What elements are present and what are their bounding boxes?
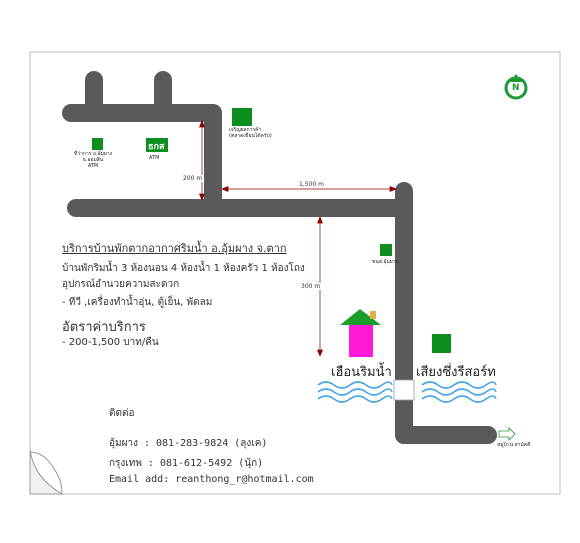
- page-curl-fold: [29, 451, 63, 495]
- baac-atm-marker: [146, 138, 168, 152]
- contact-umphang: อุ้มผาง : 081-283-9824 (ลุงเค): [109, 438, 268, 449]
- info-line-appliances: - ทีวี ,เครื่องทำน้ำอุ่น, ตู้เย็น, พัดลม: [62, 297, 213, 308]
- compass-letter: N: [512, 83, 520, 93]
- distance-300: 300 m: [300, 283, 322, 290]
- market-label: เจริญผลการค้า (ตลาดเขียนได้ครับ): [229, 127, 272, 139]
- rate-line: - 200-1,500 บาท/คืน: [62, 337, 159, 348]
- resort-house-icon: [340, 309, 381, 357]
- rate-title: อัตราค่าบริการ: [62, 320, 146, 335]
- police-label: ขนส.อุ้มผาง: [372, 259, 398, 265]
- bridge: [393, 379, 415, 401]
- market-marker: [232, 108, 252, 126]
- info-title: บริการบ้านพักตากอากาศริมน้ำ อ.อุ้มผาง จ.…: [62, 242, 287, 255]
- direction-arrow-icon: [498, 427, 516, 441]
- distance-1500: 1,500 m: [298, 181, 325, 188]
- police-marker: [380, 244, 392, 256]
- atm-marker-green: [92, 138, 103, 150]
- contact-bangkok: กรุงเทพ : 081-612-5492 (นุ้ก): [109, 458, 264, 469]
- other-resort-marker: [432, 334, 451, 353]
- end-village-label: หมู่บ้าน สามัคคี: [497, 442, 531, 448]
- map-frame: [29, 51, 561, 495]
- baac-logo-text: ธกส: [148, 142, 165, 152]
- distance-200: 200 m: [182, 175, 204, 182]
- info-line-amenities: อุปกรณ์อำนวยความสะดวก: [62, 279, 180, 290]
- atm-label-2: ATM: [149, 155, 160, 161]
- atm-label-1: ที่ว่าการ อ.อุ้มผาง ธ.ออมสิน ATM: [74, 151, 113, 169]
- other-resort-name: เสียงซึ่งรีสอร์ท: [416, 365, 496, 380]
- info-line-rooms: บ้านพักริมน้ำ 3 ห้องนอน 4 ห้องน้ำ 1 ห้อง…: [62, 263, 305, 274]
- contact-title: ติดต่อ: [109, 408, 135, 419]
- main-resort-name: เฮือนริมน้ำ: [331, 365, 392, 380]
- river-waves: [317, 381, 497, 403]
- dimension-lines: [198, 120, 397, 357]
- compass-north-icon: [504, 74, 528, 100]
- contact-email[interactable]: Email add: reanthong_r@hotmail.com: [109, 474, 314, 485]
